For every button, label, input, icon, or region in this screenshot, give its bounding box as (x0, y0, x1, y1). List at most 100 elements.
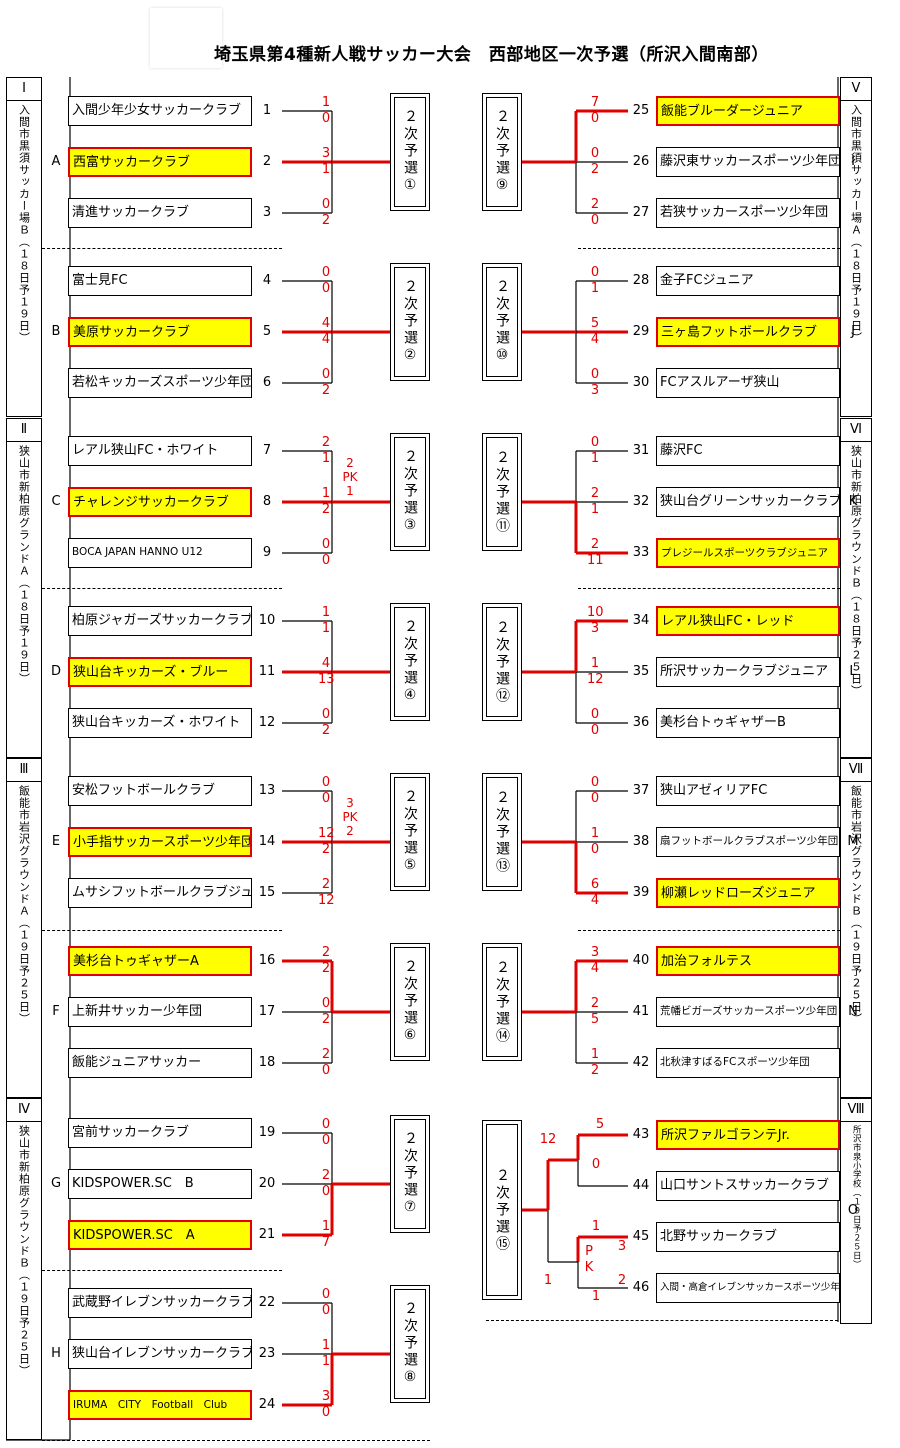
score: 0 (321, 1303, 331, 1318)
score: 12 (318, 893, 335, 908)
score: 2 (321, 1012, 331, 1027)
team-number: 23 (258, 1346, 276, 1361)
score: 1 (321, 621, 331, 636)
second-round-box-inner: ２次予選⑥ (394, 947, 426, 1057)
score: 1 (321, 1338, 331, 1353)
score: 2 (321, 961, 331, 976)
second-round-box: ２次予選⑤ (390, 773, 430, 891)
score: 12 (318, 826, 335, 841)
team-number: 13 (258, 783, 276, 798)
second-round-box: ２次予選① (390, 93, 430, 211)
score: 2 (321, 1168, 331, 1183)
score: 0 (590, 367, 600, 382)
score: 4 (590, 893, 600, 908)
block-separator (42, 588, 282, 589)
score: 0 (590, 146, 600, 161)
pk-score-b: 1 (346, 484, 354, 498)
score: 0 (321, 553, 331, 568)
team-name-box: 飯能ジュニアサッカー (68, 1048, 252, 1078)
team-name-box: 所沢サッカークラブジュニア (656, 657, 840, 687)
team-number: 25 (632, 103, 650, 118)
second-round-label: ２次予選⑦ (402, 1130, 418, 1218)
team-number: 12 (258, 715, 276, 730)
second-round-box: ２次予選⑬ (482, 773, 522, 891)
team-number: 1 (262, 103, 272, 118)
second-round-label: ２次予選① (402, 108, 418, 196)
team-name-box: 美杉台トゥギャザーA (68, 946, 252, 976)
team-number: 45 (632, 1229, 650, 1244)
team-number: 28 (632, 273, 650, 288)
second-round-label: ２次予選⑬ (494, 789, 510, 875)
score: 0 (590, 723, 600, 738)
score: 0 (321, 197, 331, 212)
score: 2 (590, 537, 600, 552)
venue-text: 入間市黒須サッカー場Ｂ（１８日予１９日） (17, 104, 31, 344)
second-round-box-inner: ２次予選⑭ (486, 947, 518, 1057)
group-letter: N (848, 1004, 858, 1019)
group-letter: B (51, 324, 61, 339)
team-number: 2 (262, 154, 272, 169)
team-name-box: 美杉台トゥギャザーB (656, 708, 840, 738)
score: 1 (591, 1289, 601, 1304)
section-roman-numeral: Ⅰ (7, 78, 41, 101)
score: 4 (321, 332, 331, 347)
score: 1 (321, 1354, 331, 1369)
team-number: 36 (632, 715, 650, 730)
team-number: 11 (258, 664, 276, 679)
team-number: 26 (632, 154, 650, 169)
second-round-box-inner: ２次予選⑬ (486, 777, 518, 887)
score: 1 (321, 486, 331, 501)
block-separator (42, 248, 282, 249)
team-name-box: 上新井サッカー少年団 (68, 997, 252, 1027)
team-name-box: 北秋津すばるFCスポーツ少年団 (656, 1048, 840, 1078)
team-number: 31 (632, 443, 650, 458)
block-separator (486, 1320, 838, 1321)
score: 2 (590, 486, 600, 501)
group-letter: G (50, 1176, 62, 1191)
pk-label: PK (342, 470, 358, 484)
score: 2 (321, 877, 331, 892)
team-number: 29 (632, 324, 650, 339)
team-number: 4 (262, 273, 272, 288)
team-name-box: 狭山台キッカーズ・ブルー (68, 657, 252, 687)
team-name-box: 荒幡ビガーズサッカースポーツ少年団 (656, 997, 840, 1027)
score: 2 (590, 162, 600, 177)
score: 13 (318, 672, 335, 687)
team-name-box: 金子FCジュニア (656, 266, 840, 296)
image-artifact (150, 8, 222, 68)
score: 0 (321, 1287, 331, 1302)
score: 2 (321, 723, 331, 738)
team-name-box: 狭山台イレブンサッカークラブ (68, 1339, 252, 1369)
team-name-box: 扇フットボールクラブスポーツ少年団 (656, 827, 840, 857)
pk-label: P K (584, 1244, 598, 1275)
score: 2 (321, 842, 331, 857)
score: 1 (321, 1219, 331, 1234)
score: 1 (321, 451, 331, 466)
group-letter: H (51, 1346, 61, 1361)
score: 0 (590, 842, 600, 857)
second-round-box: ２次予選⑩ (482, 263, 522, 381)
second-round-box: ２次予選⑨ (482, 93, 522, 211)
score: 1 (590, 1047, 600, 1062)
score: 0 (590, 791, 600, 806)
score: 4 (321, 316, 331, 331)
score: 2 (321, 213, 331, 228)
venue-label: 入間市黒須サッカー場Ａ（１８日予１９日） (841, 104, 871, 344)
second-round-label: ２次予選② (402, 278, 418, 366)
team-number: 38 (632, 834, 650, 849)
team-name-box: 柏原ジャガーズサッカークラブ (68, 606, 252, 636)
page-title: 埼玉県第4種新人戦サッカー大会 西部地区一次予選（所沢入間南部） (214, 45, 769, 65)
score: 3 (321, 146, 331, 161)
team-number: 22 (258, 1295, 276, 1310)
score: 1 (590, 451, 600, 466)
venue-text: 入間市黒須サッカー場Ａ（１８日予１９日） (849, 104, 863, 344)
second-round-box: ２次予選⑮ (482, 1120, 522, 1300)
pk-score-a: 2 (346, 456, 354, 470)
team-number: 37 (632, 783, 650, 798)
group-letter: D (50, 664, 61, 679)
team-name-box: 入間少年少女サッカークラブ (68, 96, 252, 126)
second-round-box-inner: ２次予選⑩ (486, 267, 518, 377)
